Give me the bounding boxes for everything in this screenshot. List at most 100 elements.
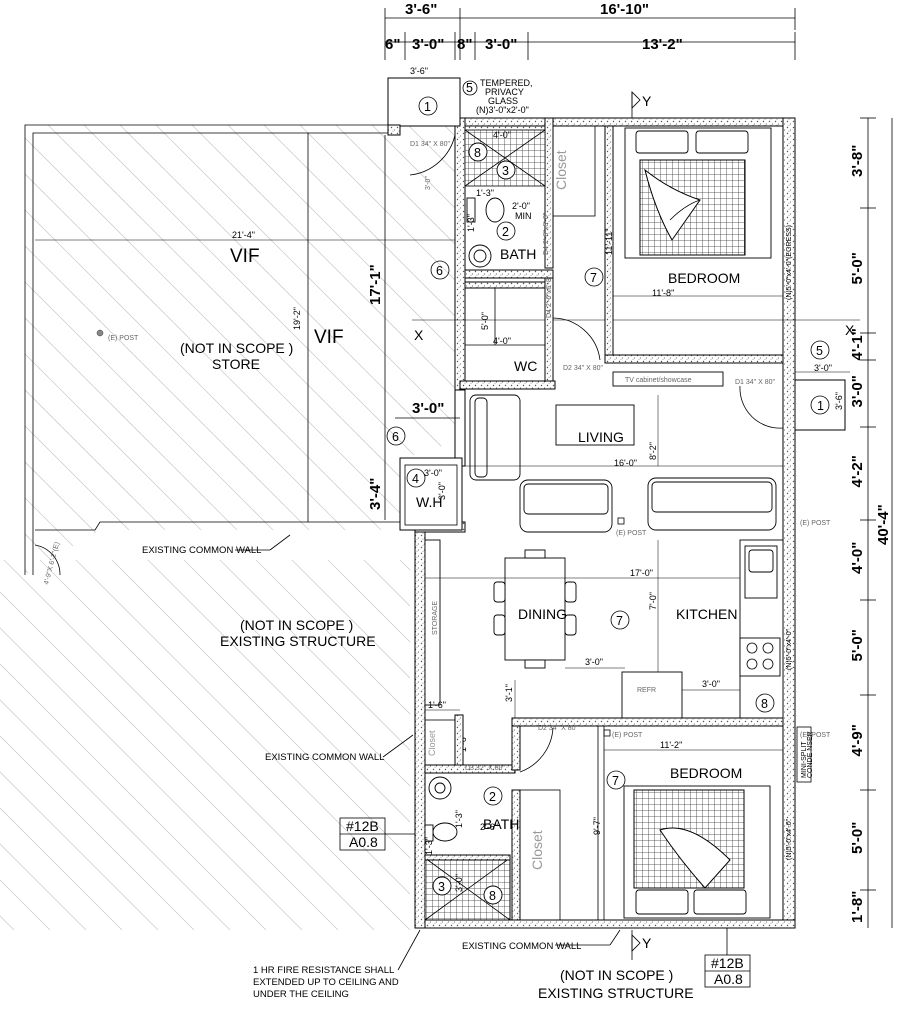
wc-w-dim: 4'-0" [493,336,511,346]
bath2-dim-v: 1'-3" [454,810,464,828]
bath2-dim-v2: 1'-3" [424,837,434,855]
entry2-tag5: 5 [816,344,823,358]
bath1-tag: 2 [502,225,509,239]
kitchen-post: (E) POST [800,732,831,739]
hatch-store [25,125,460,575]
dim-seg-4: 3'-0" [485,36,517,53]
unit-walls [387,77,796,929]
kitchen-tag8: 8 [761,697,768,711]
wc-h-dim: 5'-0" [480,312,490,330]
store-area: 21'-4" VIF 19'-2" VIF (NOT IN SCOPE ) ST… [24,124,455,586]
section-marks: Y Y X X [412,91,860,960]
bedroom1-height: 11'-11" [604,228,614,255]
window-note-3: GLASS [488,96,518,106]
living-post: (E) POST [616,530,647,537]
wc: 4'-0" 5'-0" WC D4 2'-6"x6'-8" D2 34" X 8… [459,275,604,390]
right-dim-2: 4'-1" [849,328,866,360]
entry2-tag1: 1 [817,399,824,413]
hall-closet: Closet [427,730,437,756]
dining-tag: 7 [616,614,623,628]
dim-seg-2: 3'-0" [412,36,444,53]
store-width-dim: 21'-4" [232,230,255,240]
bath1-small-dim: 1'-3" [476,188,494,198]
callout1-sheet: A0.8 [349,834,378,850]
right-dim-3: 3'-0" [849,375,866,407]
living-height: 8'-2" [648,442,658,460]
section-y-top: Y [642,93,652,109]
common-wall-3: EXISTING COMMON WALL [462,941,581,952]
kitchen-name: KITCHEN [676,606,737,622]
callout2-sheet: A0.8 [714,971,743,987]
right-dim-5: 4'-0" [849,542,866,574]
callout1-num: #12B [346,818,379,834]
notes: EXISTING COMMON WALL (NOT IN SCOPE ) EXI… [142,534,694,1001]
kitchen-width: 17'-0" [630,568,653,578]
bedroom1-width: 11'-8" [652,288,674,298]
fire-note-1: 1 HR FIRE RESISTANCE SHALL [253,965,394,976]
left-dimensions: 17'-1" 6 3'-0" 6 3'-4" [367,135,460,520]
section-y-bottom: Y [642,935,652,951]
right-dim-0: 3'-8" [849,145,866,177]
bath2-shower: 3'-0" [454,874,464,892]
not-in-scope-2: (NOT IN SCOPE ) [560,967,673,983]
common-wall-1: EXISTING COMMON WALL [142,545,261,556]
bedroom-1: (N)5'-0"x4'-0"(EGRESS) 7 BEDROOM 11'-8" … [584,125,793,364]
kitchen: 17'-0" 7'-0" KITCHEN 8 REFR 3'-0" 3'-0" … [425,539,831,739]
bedroom2-closet: Closet [529,830,545,870]
right-dim-1: 5'-0" [849,252,866,284]
entry-box-dim: 3'-6" [410,66,428,76]
bath-1: 4'-0" 8 3 2'-0" MIN 1'-3" 1'-3" 2 BATH D… [464,117,554,279]
right-dim-7: 4'-9" [849,724,866,756]
living-post2: (E) POST [800,520,831,527]
kitchen-d2: 3'-0" [702,679,720,689]
refr-label: REFR [637,687,656,694]
store-label-2: STORE [212,356,260,372]
living-name: LIVING [578,429,624,445]
hall-dim-v: 3'-1" [504,684,514,702]
dim-seg-3: 8" [457,36,472,53]
bedroom-2: Closet 9'-7" 11'-2" 7 BEDROOM (N)5'-0"x4… [519,725,814,921]
dim-3-0: 3'-0" [412,400,444,417]
bedroom1-window: (N)5'-0"x4'-0"(EGRESS) [786,225,793,300]
minisplit-1: MINI-SPLIT [801,741,808,778]
bath2-tag: 2 [489,790,496,804]
tv-cabinet: TV cabinet/showcase [625,377,692,384]
bedroom2-tag: 7 [612,774,619,788]
bedroom1-tag: 7 [590,271,597,285]
dining: STORAGE DINING 7 [424,539,630,706]
living: TV cabinet/showcase LIVING 16'-0" 8'-2" … [465,371,831,537]
window-note-2: PRIVACY [485,87,524,97]
existing-structure-1: EXISTING STRUCTURE [220,633,376,649]
closet1-label: Closet [553,150,569,190]
entry2-side: 3'-6" [834,392,844,410]
storage-label: STORAGE [432,601,439,635]
water-heater: 4 3'-0" 3'-0" W.H [404,464,458,526]
bedroom2-height: 9'-7" [592,817,602,835]
bath2-tag8: 8 [489,889,496,903]
bath1-shower-dim: 4'-0" [493,130,511,140]
fire-note-3: UNDER THE CEILING [253,989,349,1000]
minisplit-2: CONDE NSER [807,731,814,778]
common-wall-2: EXISTING COMMON WALL [265,752,384,763]
bedroom2-width: 11'-2" [660,740,682,750]
right-dim-6: 5'-0" [849,629,866,661]
entry-door-tag: 1 [424,100,431,114]
vif-top: VIF [230,246,260,267]
dim-overall-left: 3'-6" [405,1,437,18]
fire-note-2: EXTENDED UP TO CEILING AND [253,977,399,988]
store-label-1: (NOT IN SCOPE ) [180,340,293,356]
dim-seg-5: 13'-2" [642,36,683,53]
right-dim-4: 4'-2" [849,455,866,487]
kitchen-height: 7'-0" [648,592,658,610]
callout-1: #12B A0.8 [339,817,415,851]
wh-dim-h: 3'-0" [437,482,447,500]
store-post: (E) POST [108,335,139,342]
bath1-name: BATH [500,246,536,262]
bath2-tag3: 3 [438,880,445,894]
bath1-door: D4 2'-6"x6'-8" [543,212,550,255]
section-x-left: X [414,327,424,343]
tag-6b: 6 [392,430,399,444]
entry2-door: D1 34" X 80" [735,379,776,386]
dim-3-4: 3'-4" [367,478,384,510]
